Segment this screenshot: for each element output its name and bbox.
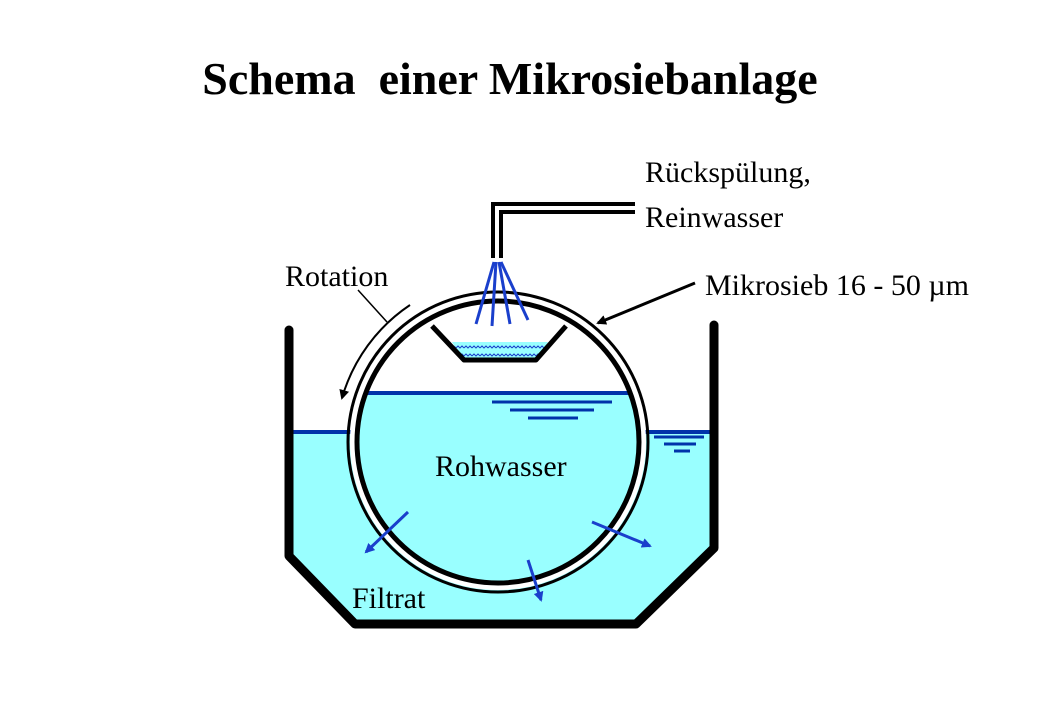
diagram-title: Schema einer Mikrosiebanlage: [202, 53, 818, 104]
raw-water-label: Rohwasser: [435, 450, 567, 483]
backwash-pipe: [491, 202, 635, 258]
backwash-label-line1: Rückspülung,: [645, 156, 811, 189]
rotation-pointer: [357, 289, 388, 323]
microsieve-pointer: [596, 281, 696, 325]
rotation-label: Rotation: [285, 260, 389, 293]
filtrate-label: Filtrat: [352, 582, 426, 615]
microsieve-ring: [350, 294, 646, 590]
collection-trough-sludge: [452, 342, 548, 358]
drum-outer-ring: [346, 290, 650, 594]
water-level-symbol-outer: [654, 435, 704, 453]
rotation-arrow: [339, 304, 411, 400]
microsieve-label: Mikrosieb 16 - 50 µm: [705, 269, 969, 302]
filtrate-flow-arrows: [364, 510, 652, 602]
tank-outline: [284, 320, 719, 629]
drum-inner-ring: [354, 298, 642, 586]
collection-trough: [430, 324, 568, 363]
water-level-symbol-inner: [492, 400, 612, 420]
spray-jets: [474, 261, 530, 327]
backwash-label-line2: Reinwasser: [645, 201, 784, 234]
